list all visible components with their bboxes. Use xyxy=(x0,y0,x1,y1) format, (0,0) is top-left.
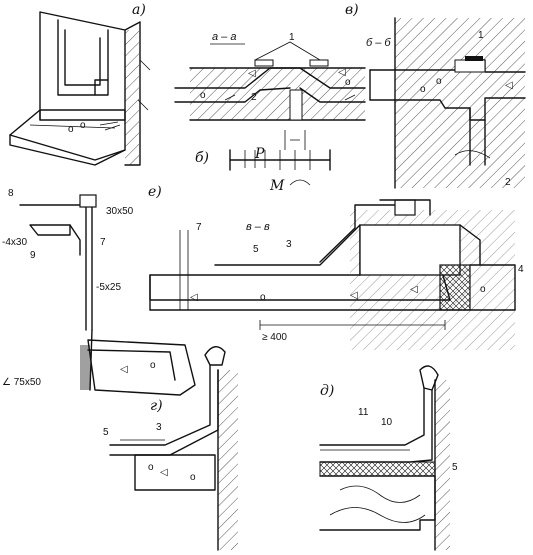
callout-2-aa: 2 xyxy=(251,92,257,103)
panel-d-parapet xyxy=(319,365,450,551)
dim-30x50: 30x50 xyxy=(106,206,134,217)
panel-label-a: a) xyxy=(132,2,146,18)
svg-text:ο: ο xyxy=(480,284,486,295)
svg-text:◁: ◁ xyxy=(505,80,513,91)
svg-text:ο: ο xyxy=(190,472,196,483)
callout-11: 11 xyxy=(358,407,369,418)
section-vv-label: в – в xyxy=(246,221,270,233)
svg-text:ο: ο xyxy=(200,90,206,101)
svg-text:ο: ο xyxy=(260,292,266,303)
svg-text:ο: ο xyxy=(420,84,426,95)
svg-text:◁: ◁ xyxy=(410,284,418,295)
svg-text:◁: ◁ xyxy=(120,364,128,375)
callout-1-aa: 1 xyxy=(289,32,295,43)
callout-5-center: 5 xyxy=(253,244,259,255)
callout-7-center: 7 xyxy=(196,222,202,233)
panel-label-e: е) xyxy=(148,184,162,200)
panel-label-v: в) xyxy=(345,2,359,18)
svg-text:ο: ο xyxy=(345,77,351,88)
panel-e-rail: ◁ ο xyxy=(19,194,196,396)
force-p-label: P xyxy=(254,146,265,162)
callout-5-d: 5 xyxy=(452,462,458,473)
svg-text:ο: ο xyxy=(436,76,442,87)
section-aa-label: а – а xyxy=(212,31,236,43)
panel-section-vv: ◁ ο ◁ ◁ ο xyxy=(149,199,516,350)
callout-5-g: 5 xyxy=(103,427,109,438)
svg-text:◁: ◁ xyxy=(338,67,346,78)
panel-label-d: д) xyxy=(320,383,334,399)
callout-3-g: 3 xyxy=(156,422,162,433)
svg-text:◁: ◁ xyxy=(350,290,358,301)
callout-8: 8 xyxy=(8,188,14,199)
svg-text:◁: ◁ xyxy=(190,292,198,303)
dim-75x50: ∠ 75x50 xyxy=(2,377,41,388)
callout-10: 10 xyxy=(381,417,393,428)
svg-text:◁: ◁ xyxy=(248,68,256,79)
dim-min-400: ≥ 400 xyxy=(262,332,287,343)
section-bb-label: б – б xyxy=(366,37,391,49)
panel-label-g: г) xyxy=(150,398,163,414)
panel-section-aa: ο ο ◁ ◁ xyxy=(174,41,366,121)
callout-2-bb: 2 xyxy=(505,177,511,188)
panel-label-b: б) xyxy=(195,150,209,166)
moment-m-label: M xyxy=(269,178,285,194)
svg-text:ο: ο xyxy=(68,124,74,135)
callout-4: 4 xyxy=(518,264,524,275)
svg-text:ο: ο xyxy=(150,360,156,371)
panel-a-drawing: ο ο xyxy=(9,11,151,166)
dim-5x25: -5x25 xyxy=(96,282,121,293)
callout-7-left: 7 xyxy=(100,237,106,248)
svg-text:◁: ◁ xyxy=(160,467,168,478)
panel-section-bb: ο ο ◁ xyxy=(369,17,526,189)
callout-9: 9 xyxy=(30,250,36,261)
panel-b-force-diagram xyxy=(229,130,331,186)
svg-text:ο: ο xyxy=(148,462,154,473)
callout-1-bb: 1 xyxy=(478,30,484,41)
svg-text:ο: ο xyxy=(80,120,86,131)
dim-4x30: -4x30 xyxy=(2,237,27,248)
callout-3-center: 3 xyxy=(286,239,292,250)
panel-g-parapet: ◁ ο ο xyxy=(109,346,238,551)
